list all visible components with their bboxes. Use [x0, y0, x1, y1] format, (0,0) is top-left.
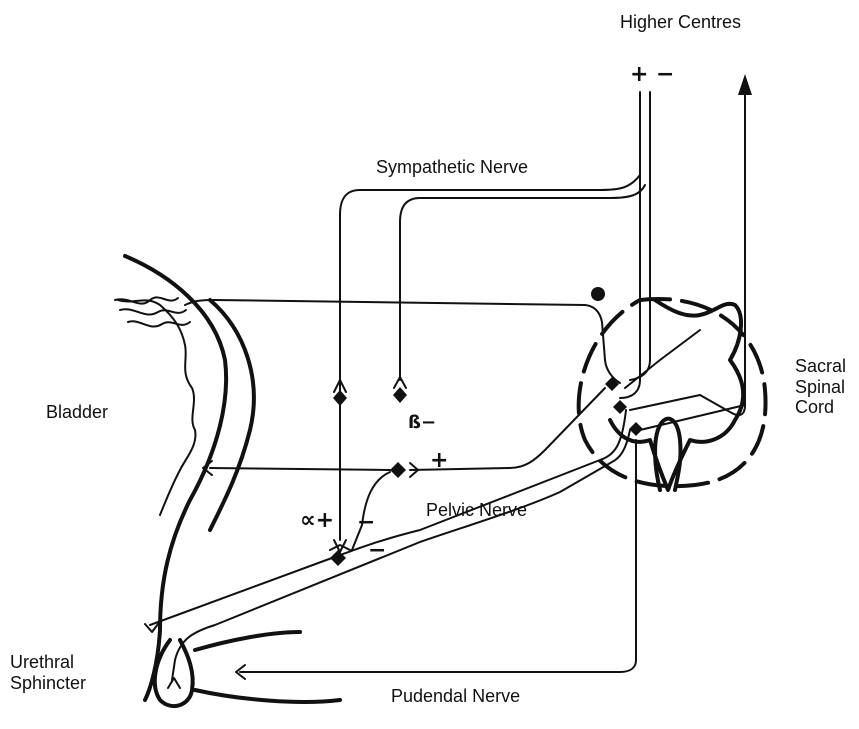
bladder-label: Bladder	[46, 402, 108, 423]
beta-minus-sign: ß−	[408, 414, 436, 432]
ascending-arrowhead	[738, 74, 752, 95]
sacral-label-line-1: Sacral	[795, 356, 846, 377]
pelvic-nerve-label: Pelvic Nerve	[426, 500, 527, 521]
urethral-ganglion	[330, 550, 346, 566]
inhib-minus-upper: −	[357, 512, 375, 534]
sympathetic-nerve-alpha	[340, 175, 640, 540]
descending-plus-pathway	[620, 92, 640, 398]
sacral-spinal-cord-label: Sacral Spinal Cord	[795, 356, 846, 418]
ascending-pathway	[700, 90, 745, 415]
beta-fork	[394, 377, 406, 388]
beta-ganglion	[393, 387, 407, 403]
urethral-sphincter-label: Urethral Sphincter	[10, 652, 86, 693]
pudendal-nerve-label: Pudendal Nerve	[391, 686, 520, 707]
dorsal-root-ganglion	[591, 287, 605, 301]
higher-plus-sign: +	[630, 64, 648, 86]
motor-neuron-1	[605, 377, 619, 391]
sympathetic-nerve-label: Sympathetic Nerve	[376, 157, 528, 178]
grey-matter	[610, 300, 743, 490]
sympathetic-nerve-beta	[400, 185, 645, 380]
cord-connector	[625, 330, 745, 430]
urethral-label-line-1: Urethral	[10, 652, 86, 673]
alpha-plus-sign: ∝+	[300, 510, 334, 532]
pelvic-nerve-urethra	[150, 410, 626, 625]
sacral-label-line-2: Spinal	[795, 377, 846, 398]
pudendal-nerve	[240, 440, 636, 672]
urethra-lower	[195, 690, 340, 702]
sacral-label-line-3: Cord	[795, 397, 846, 418]
inhib-minus-lower: −	[368, 540, 386, 562]
higher-centres-label: Higher Centres	[620, 12, 741, 33]
ventral-fissure	[655, 419, 680, 490]
bladder-inner-wall	[118, 300, 195, 515]
pelvic-plus-sign: +	[430, 450, 448, 472]
pelvic-ganglion	[390, 462, 406, 478]
urethral-label-line-2: Sphincter	[10, 673, 86, 694]
alpha-ganglion	[333, 390, 347, 406]
urethra-upper	[195, 632, 300, 650]
higher-minus-sign: −	[656, 64, 674, 86]
